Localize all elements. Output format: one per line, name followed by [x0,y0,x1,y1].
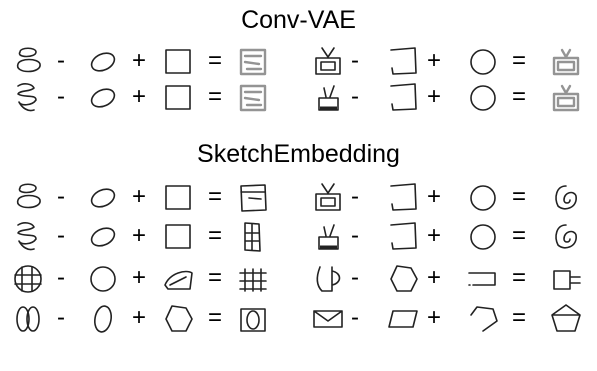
analogy-row: - + = - + = [0,219,597,255]
hexagon-sketch-icon [385,261,425,297]
pentagon-sketch-icon [465,301,505,337]
envelope-sketch-icon [310,301,350,337]
minus-operator: - [351,304,359,331]
minus-operator: - [57,83,65,110]
tv-small-sketch-icon [310,80,350,116]
parallelogram-sketch-icon [385,301,425,337]
minus-operator: - [351,264,359,291]
square-sketch-icon [160,44,200,80]
section-title-sketchembedding: SketchEmbedding [197,140,400,168]
squiggle-eight-sketch-icon [10,219,50,255]
equals-operator: = [207,222,222,249]
square-sketch-icon [160,219,200,255]
double-oval-sketch-icon [10,301,50,337]
eight-sketch-icon [10,44,50,80]
minus-operator: - [351,47,359,74]
square-sketch-icon [160,180,200,216]
minus-operator: - [57,183,65,210]
minus-operator: - [57,264,65,291]
grid-circle-sketch-icon [10,261,50,297]
analogy-row: - + = - + = [0,44,597,80]
circle-sketch-icon [465,219,505,255]
minus-operator: - [57,304,65,331]
equals-operator: = [511,83,526,110]
plus-operator: + [426,83,441,110]
eight-sketch-icon [10,180,50,216]
equals-operator: = [207,304,222,331]
square-corner-sketch-icon [385,44,425,80]
result-tall-box-sketch-icon [235,219,275,255]
plus-operator: + [426,183,441,210]
analogy-row: - + = - + = [0,180,597,216]
tv-sketch-icon [310,44,350,80]
oval-sketch-icon [85,301,125,337]
plus-operator: + [426,47,441,74]
result-pot-blurry-icon [548,80,588,116]
analogy-row: - + = - + = [0,80,597,116]
plus-operator: + [131,304,146,331]
tv-sketch-icon [310,180,350,216]
square-corner-sketch-icon [385,219,425,255]
result-pot-blurry-icon [548,44,588,80]
result-spiral-sketch-icon [548,219,588,255]
equals-operator: = [511,47,526,74]
square-sketch-icon [160,80,200,116]
plus-operator: + [131,83,146,110]
minus-operator: - [57,47,65,74]
equals-operator: = [207,183,222,210]
result-spiral-sketch-icon [548,180,588,216]
result-box-blurry-icon [235,80,275,116]
ellipse-sketch-icon [85,219,125,255]
result-pentagon-sketch-icon [548,301,588,337]
fan-sketch-icon [160,261,200,297]
result-box-blurry-icon [235,44,275,80]
ellipse-sketch-icon [85,80,125,116]
plus-operator: + [131,47,146,74]
rect-open-sketch-icon [465,261,505,297]
minus-operator: - [351,222,359,249]
result-box-sketch-icon [235,180,275,216]
equals-operator: = [207,47,222,74]
ellipse-sketch-icon [85,180,125,216]
circle-sketch-icon [465,80,505,116]
squiggle-eight-sketch-icon [10,80,50,116]
minus-operator: - [351,183,359,210]
mug-sketch-icon [310,261,350,297]
square-corner-sketch-icon [385,180,425,216]
equals-operator: = [511,183,526,210]
minus-operator: - [57,222,65,249]
plus-operator: + [426,222,441,249]
plus-operator: + [426,264,441,291]
square-corner-sketch-icon [385,80,425,116]
minus-operator: - [351,83,359,110]
ellipse-sketch-icon [85,44,125,80]
analogy-row: - + = - + = [0,301,597,337]
analogy-row: - + = - + = [0,261,597,297]
plus-operator: + [131,222,146,249]
result-plug-sketch-icon [548,261,588,297]
equals-operator: = [207,264,222,291]
circle-sketch-icon [85,261,125,297]
section-title-conv-vae: Conv-VAE [241,6,356,34]
plus-operator: + [131,264,146,291]
circle-sketch-icon [465,180,505,216]
equals-operator: = [207,83,222,110]
result-oval-box-sketch-icon [235,301,275,337]
hexagon-sketch-icon [160,301,200,337]
equals-operator: = [511,264,526,291]
result-grid-sketch-icon [235,261,275,297]
circle-sketch-icon [465,44,505,80]
tv-small-sketch-icon [310,219,350,255]
plus-operator: + [131,183,146,210]
plus-operator: + [426,304,441,331]
equals-operator: = [511,304,526,331]
equals-operator: = [511,222,526,249]
